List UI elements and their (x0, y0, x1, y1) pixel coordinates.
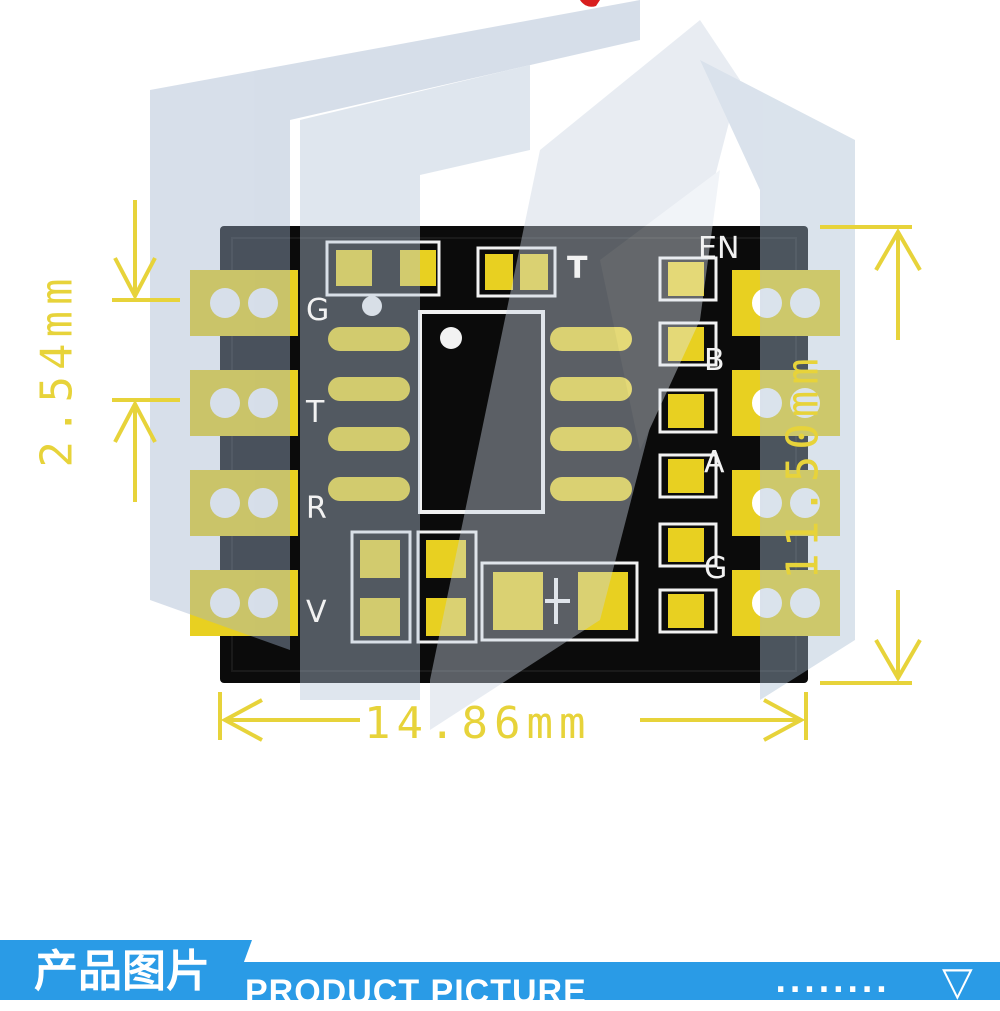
silk-label-r-left: R (306, 491, 327, 526)
triangle-down-icon: ▽ (942, 959, 973, 1005)
dimension-height-label: 11.50mm (777, 352, 829, 580)
silk-label-b: B (704, 343, 725, 378)
dimension-pitch (112, 200, 180, 502)
ic-soic8 (328, 310, 632, 514)
component-top-left (325, 240, 441, 316)
dimension-width (218, 692, 808, 742)
silk-label-g-left: G (306, 293, 330, 328)
watermark-logo (150, 0, 855, 730)
pad-left-3 (190, 470, 298, 536)
pad-right-3 (732, 470, 840, 536)
right-pads (732, 270, 840, 636)
pad-left-2 (190, 370, 298, 436)
component-diode (480, 561, 639, 642)
dimension-pitch-label: 2.54mm (31, 272, 83, 468)
banner-title-cn: 产品图片 (34, 946, 210, 997)
banner-shape (0, 940, 1000, 1000)
board-outline (231, 237, 797, 672)
pad-right-1 (732, 270, 840, 336)
dimension-width-label: 14.86mm (364, 698, 592, 749)
pad-left-1 (190, 270, 298, 336)
banner-dots: ........ (775, 965, 891, 1000)
left-pads (190, 270, 298, 636)
component-right-column (658, 256, 718, 634)
dimension-height (820, 225, 922, 685)
component-bottom-left (350, 530, 478, 644)
pad-left-4 (190, 570, 298, 636)
pad-right-4 (732, 570, 840, 636)
silk-label-v-left: V (306, 595, 327, 630)
banner-title-en: PRODUCT PICTURE (245, 973, 587, 1011)
silk-label-t-left: T (306, 395, 325, 430)
silk-label-g-right: G (704, 551, 728, 586)
silk-label-t-top: T (567, 251, 588, 286)
red-fragment (580, 0, 600, 7)
component-top-middle (476, 246, 557, 298)
silk-label-en: EN (698, 231, 740, 266)
silk-label-a: A (704, 445, 725, 480)
pad-right-2 (732, 370, 840, 436)
